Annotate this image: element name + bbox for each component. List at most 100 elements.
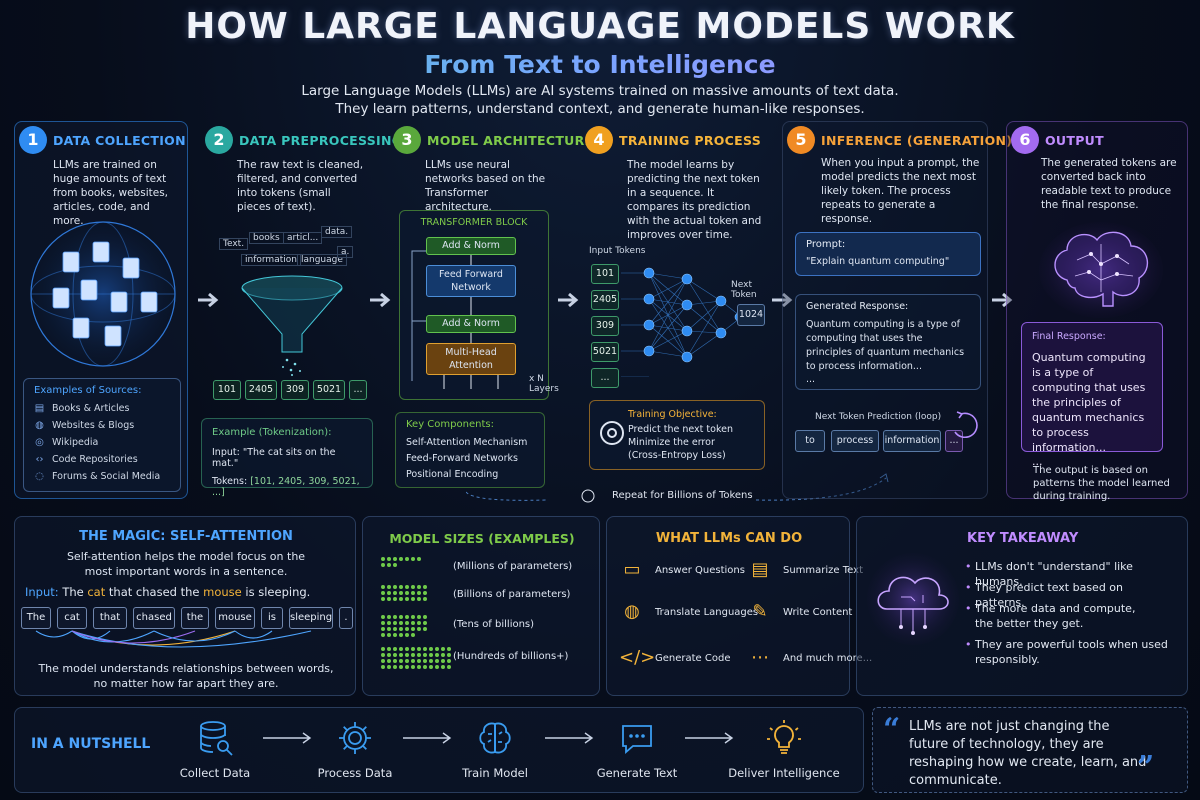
- token-box: 5021: [313, 380, 345, 400]
- intro-text: Large Language Models (LLMs) are AI syst…: [301, 83, 899, 117]
- parameter-dot: [411, 633, 415, 637]
- attention-sentence: Input: The cat that chased the mouse is …: [25, 585, 311, 599]
- parameter-dot: [381, 621, 385, 625]
- block-connectors: [411, 250, 499, 389]
- parameter-dot: [393, 563, 397, 567]
- parameter-dot: [435, 653, 439, 657]
- parameter-dot: [399, 633, 403, 637]
- parameter-dot: [399, 585, 403, 589]
- code-icon: ‹›: [35, 454, 44, 465]
- parameter-dot: [411, 653, 415, 657]
- attention-word: mouse: [215, 607, 255, 629]
- token-box: 309: [281, 380, 309, 400]
- nutshell-step: Process Data: [300, 718, 410, 780]
- parameter-dot: [423, 627, 427, 631]
- word-chip: articl...: [283, 232, 323, 244]
- section-title: IN A NUTSHELL: [31, 736, 151, 752]
- lightbulb-icon: [764, 718, 804, 758]
- parameter-dot: [405, 659, 409, 663]
- tokenization-example: Example (Tokenization): Input: "The cat …: [201, 418, 373, 498]
- model-size-row: (Tens of billions): [381, 615, 591, 643]
- sentence-word: the: [176, 585, 200, 599]
- add-norm-bottom: Add & Norm: [426, 315, 516, 333]
- parameter-dot: [405, 627, 409, 631]
- parameter-dot: [405, 621, 409, 625]
- can-do-item: ▤Summarize Text: [747, 557, 863, 583]
- parameter-dot: [411, 591, 415, 595]
- globe-icon: ◍: [624, 601, 640, 622]
- input-token: ...: [591, 368, 619, 388]
- nutshell-step: Train Model: [440, 718, 550, 780]
- open-quote-icon: “: [883, 712, 901, 747]
- parameter-dot: [411, 647, 415, 651]
- parameter-dot: [387, 647, 391, 651]
- parameter-dot: [441, 665, 445, 669]
- parameter-dot: [423, 621, 427, 625]
- parameter-dot: [387, 597, 391, 601]
- attention-arcs: [35, 630, 312, 648]
- attention-word: the: [181, 607, 209, 629]
- nutshell-step: Deliver Intelligence: [719, 718, 849, 780]
- parameter-dot: [423, 659, 427, 663]
- chat-icon: ◌: [35, 471, 44, 482]
- step-description: LLMs use neural networks based on the Tr…: [425, 159, 546, 213]
- model-size-label: (Tens of billions): [453, 619, 535, 630]
- sentence-word: sleeping.: [254, 585, 311, 599]
- parameter-dot: [405, 633, 409, 637]
- parameter-dot: [417, 627, 421, 631]
- parameter-dot: [417, 557, 421, 561]
- input-token: 309: [591, 316, 619, 336]
- parameter-dot: [393, 597, 397, 601]
- repeat-loop-arrow: [466, 473, 889, 503]
- parameter-dot: [411, 621, 415, 625]
- parameter-dot: [423, 653, 427, 657]
- parameter-dot: [429, 647, 433, 651]
- key-takeaway-panel: KEY TAKEAWAY LLMs don't "understand" lik…: [856, 516, 1188, 696]
- step-title: MODEL ARCHITECTURE: [427, 133, 594, 148]
- input-token: 2405: [591, 290, 619, 310]
- section-description: Self-attention helps the model focus on …: [66, 550, 306, 578]
- parameter-dot: [447, 659, 451, 663]
- parameter-dot: [423, 591, 427, 595]
- parameter-dot: [381, 591, 385, 595]
- section-title: WHAT LLMs CAN DO: [655, 531, 803, 546]
- parameter-dot: [381, 633, 385, 637]
- model-size-label: (Hundreds of billions+): [453, 651, 569, 662]
- parameter-dot: [405, 665, 409, 669]
- flow-arrow: [772, 292, 793, 308]
- parameter-dot: [381, 563, 385, 567]
- word-chip: a.: [337, 246, 354, 258]
- parameter-dot: [387, 615, 391, 619]
- flow-arrow: [992, 292, 1013, 308]
- brain-icon: [1039, 222, 1163, 318]
- step-number: 2: [205, 126, 233, 154]
- parameter-dot: [393, 585, 397, 589]
- parameter-dot: [387, 633, 391, 637]
- repeat-label: Repeat for Billions of Tokens: [612, 490, 753, 501]
- step-description: The generated tokens are converted back …: [1041, 157, 1177, 211]
- quote-box: “ LLMs are not just changing the future …: [872, 707, 1188, 793]
- token-box: 101: [213, 380, 241, 400]
- final-response-box: Final Response: Quantum computing is a t…: [1021, 322, 1163, 468]
- parameter-dot: [405, 653, 409, 657]
- cloud-circuit-icon: [867, 553, 959, 645]
- parameter-dot: [387, 591, 391, 595]
- parameter-dot: [411, 615, 415, 619]
- can-do-item: ⋯And much more...: [747, 645, 872, 671]
- parameter-dots: [381, 615, 429, 637]
- wikipedia-icon: ◎: [35, 437, 44, 448]
- source-item: ◍Websites & Blogs: [35, 420, 135, 431]
- parameter-dot: [435, 665, 439, 669]
- parameter-dot: [381, 659, 385, 663]
- step-description: When you input a prompt, the model predi…: [821, 157, 980, 225]
- parameter-dot: [411, 665, 415, 669]
- parameter-dot: [447, 647, 451, 651]
- parameter-dot: [435, 647, 439, 651]
- nutshell-arrow: [685, 732, 734, 744]
- sentence-word: cat: [83, 585, 106, 599]
- section-footer: The model understands relationships betw…: [38, 662, 334, 690]
- parameter-dot: [399, 615, 403, 619]
- globe-documents-icon: [30, 221, 176, 367]
- brain-icon: [475, 718, 515, 758]
- token-box: 2405: [245, 380, 277, 400]
